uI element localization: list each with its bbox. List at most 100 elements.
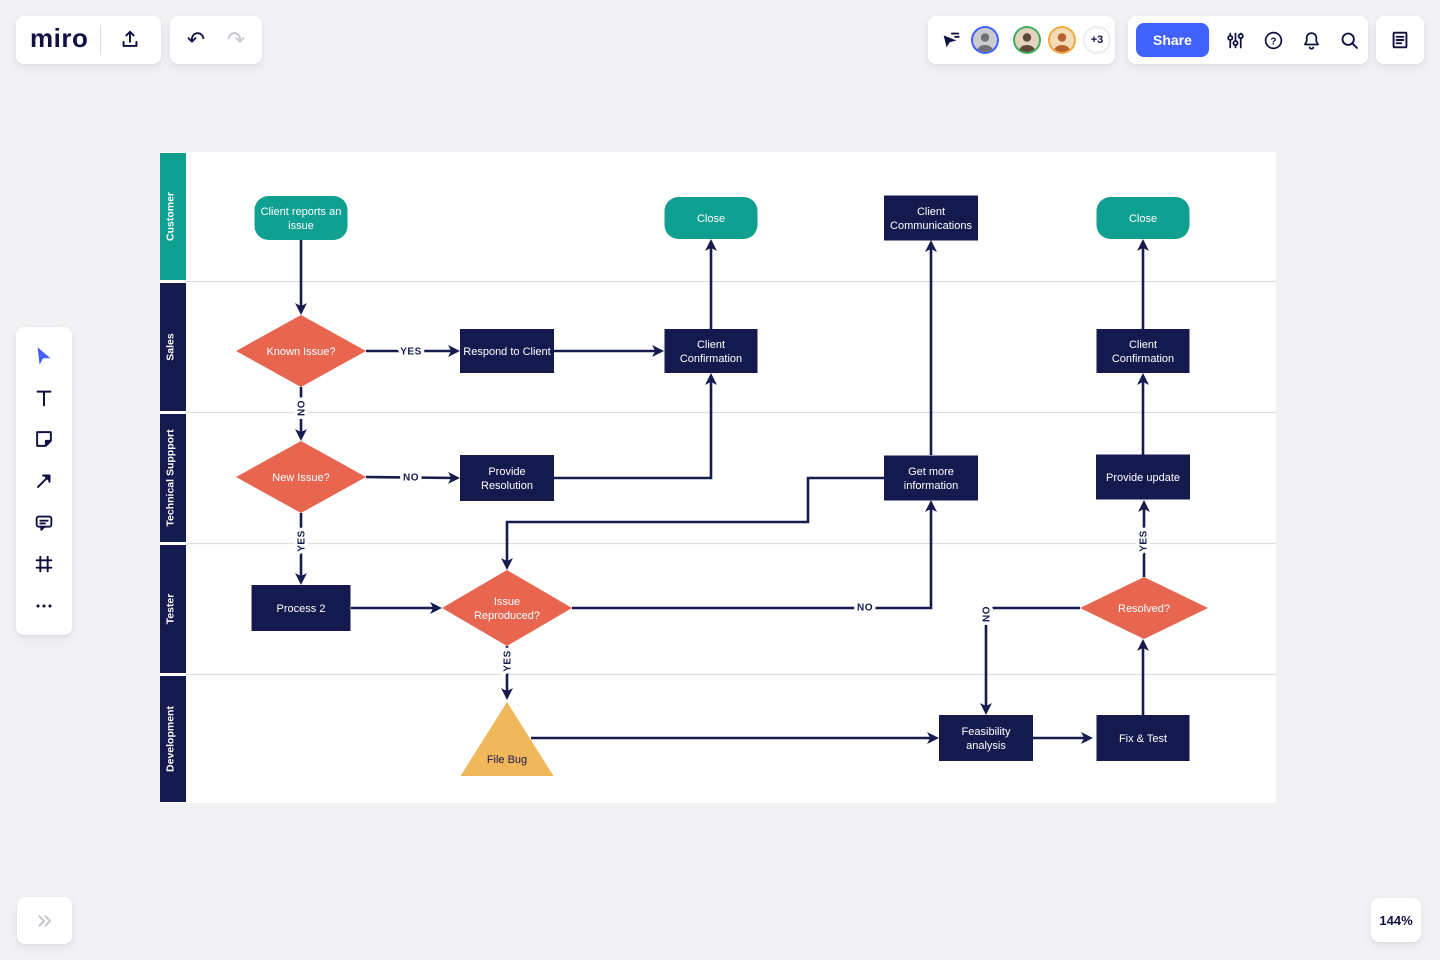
creation-toolbar [16, 327, 72, 635]
miro-logo[interactable]: miro [30, 23, 89, 53]
frame-icon [35, 556, 53, 573]
frame-tool[interactable] [27, 547, 61, 581]
cursor-follow-button[interactable] [938, 23, 964, 57]
actions-card: Share ? [1128, 16, 1368, 64]
flow-node-known-issue[interactable]: Known Issue? [236, 315, 366, 387]
edge-label-no: NO [403, 473, 419, 484]
notes-button[interactable] [1383, 23, 1417, 57]
edge-label-yes: YES [400, 347, 422, 358]
svg-text:Customer: Customer [165, 192, 177, 241]
svg-text:Technical Suppport: Technical Suppport [165, 429, 177, 527]
undo-button[interactable]: ↶ [179, 23, 213, 57]
help-icon: ? [1265, 31, 1283, 49]
node-label: Resolved? [1118, 603, 1170, 615]
node-label: Close [697, 213, 725, 225]
zoom-level-indicator[interactable]: 144% [1371, 898, 1421, 942]
export-icon [122, 30, 138, 47]
divider [100, 25, 101, 55]
select-cursor-icon [37, 347, 51, 365]
flow-node-fix-and-test[interactable]: Fix & Test [1096, 715, 1190, 761]
avatar-photo [1050, 28, 1074, 52]
flow-node-close-right[interactable]: Close [1096, 197, 1190, 239]
arrow-tool[interactable] [27, 464, 61, 498]
select-tool[interactable] [27, 339, 61, 373]
more-collaborators-badge[interactable]: +3 [1083, 26, 1111, 54]
redo-button[interactable]: ↷ [219, 23, 253, 57]
avatar[interactable] [1013, 26, 1041, 54]
flow-edge-issue-reproduced-no-get-more-info[interactable] [572, 500, 937, 610]
avatar[interactable] [971, 26, 999, 54]
more-tools-button[interactable] [27, 589, 61, 623]
node-label: Provide update [1106, 472, 1180, 484]
undo-redo-card: ↶ ↷ [170, 16, 262, 64]
flow-edge-get-more-info-to-issue-reproduced[interactable] [501, 476, 884, 570]
avatar-photo [1015, 28, 1039, 52]
flow-node-file-bug[interactable]: File Bug [460, 702, 554, 776]
flow-edge-provide-resolution-to-confirmation[interactable] [554, 373, 717, 480]
flow-node-new-issue[interactable]: New Issue? [236, 441, 366, 513]
notes-icon [1392, 31, 1408, 49]
node-label: Known Issue? [266, 346, 335, 358]
chevrons-right-icon [37, 914, 51, 927]
flow-edge-resolved-no-feasibility[interactable] [980, 606, 1080, 715]
flow-node-respond-to-client[interactable]: Respond to Client [460, 329, 554, 373]
node-label: Process 2 [277, 603, 326, 615]
edge-label-yes: YES [1139, 530, 1150, 552]
edge-label-no: NO [982, 606, 993, 622]
node-label: Close [1129, 213, 1157, 225]
flow-node-process-2[interactable]: Process 2 [251, 585, 351, 631]
edge-label-no: NO [297, 400, 308, 416]
svg-text:Development: Development [165, 706, 177, 772]
zoom-level-label: 144% [1379, 912, 1413, 928]
settings-button[interactable] [1219, 23, 1253, 57]
expand-panel-button[interactable] [28, 904, 62, 938]
edge-label-yes: YES [503, 650, 514, 672]
undo-icon: ↶ [186, 27, 206, 52]
settings-sliders-icon [1227, 32, 1245, 48]
node-label: File Bug [487, 754, 527, 766]
more-dots-icon [36, 604, 52, 608]
notifications-button[interactable] [1295, 23, 1329, 57]
help-button[interactable]: ? [1257, 23, 1291, 57]
text-icon [36, 390, 52, 406]
lane-label-customer[interactable]: Customer [160, 153, 186, 280]
export-button[interactable] [113, 23, 147, 57]
node-label: Fix & Test [1119, 733, 1167, 745]
flow-node-resolved[interactable]: Resolved? [1080, 577, 1208, 639]
flow-edge-new-issue-no-provide-resolution[interactable] [365, 471, 460, 484]
avatar-photo [973, 28, 997, 52]
flow-node-close-left[interactable]: Close [664, 197, 758, 239]
edge-label-no: NO [857, 603, 873, 614]
notifications-bell-icon [1304, 31, 1320, 50]
edge-label-yes: YES [297, 530, 308, 552]
search-button[interactable] [1333, 23, 1367, 57]
comment-tool[interactable] [27, 506, 61, 540]
share-button[interactable]: Share [1136, 23, 1209, 57]
lane-label-development[interactable]: Development [160, 676, 186, 802]
flow-node-provide-update[interactable]: Provide update [1096, 454, 1190, 500]
lane-label-sales[interactable]: Sales [160, 283, 186, 411]
avatar[interactable] [1048, 26, 1076, 54]
sticky-note-tool[interactable] [27, 422, 61, 456]
text-tool[interactable] [27, 381, 61, 415]
lane-label-technical-suppport[interactable]: Technical Suppport [160, 414, 186, 542]
cursor-follow-icon [943, 32, 960, 48]
notes-card [1376, 16, 1424, 64]
lane-label-tester[interactable]: Tester [160, 545, 186, 673]
